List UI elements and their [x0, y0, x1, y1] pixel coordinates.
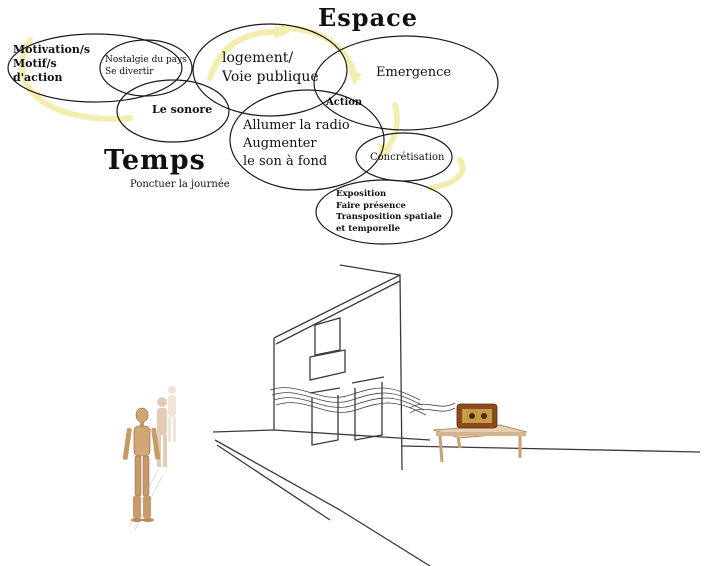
arrowhead-top-left — [275, 25, 290, 39]
flow-arrow-bottom — [427, 157, 466, 191]
roof-line — [339, 264, 401, 276]
motion-trail — [129, 469, 164, 531]
concretisation-label: Concrétisation — [370, 152, 445, 163]
flow-arrow-top-left — [207, 29, 278, 81]
circle-sonore — [116, 79, 230, 143]
door-left — [311, 395, 339, 446]
wooden-mannequin-icon — [122, 386, 176, 531]
door-right-top — [351, 376, 385, 384]
space-title: Espace — [318, 3, 419, 32]
sound-waves — [269, 387, 456, 416]
nostalgia-label: Nostalgie du pays Se divertir — [105, 55, 187, 77]
building-edge-inner — [275, 280, 401, 345]
mannequin-figure-front — [122, 407, 161, 522]
emergence-label: Emergence — [376, 65, 452, 80]
circle-nostalgia — [99, 39, 193, 97]
flow-arrowheads — [275, 25, 392, 160]
door-left-top — [309, 387, 341, 394]
flow-arrow-right — [382, 102, 400, 153]
ghost-figure-back — [168, 386, 176, 442]
ground-line — [212, 429, 431, 441]
radio-action-label: Allumer la radio Augmenter le son à fond — [243, 118, 350, 169]
horizon-line — [401, 445, 701, 453]
exposition-label: Exposition Faire présence Transposition … — [336, 189, 442, 234]
time-title: Temps — [104, 145, 206, 176]
ponctuer-label: Ponctuer la journée — [130, 179, 230, 190]
window-upper-box — [309, 349, 346, 381]
circle-exposition — [315, 179, 453, 245]
road-edge-inner — [216, 444, 331, 521]
arrowhead-top — [348, 70, 362, 86]
circle-emergence — [313, 35, 499, 131]
sonore-label: Le sonore — [152, 103, 213, 116]
window-upper — [314, 317, 341, 356]
circle-logement — [192, 23, 348, 117]
road-edge-left — [214, 439, 431, 566]
circle-action — [229, 89, 385, 191]
side-table-icon — [432, 424, 528, 463]
flow-arrow-left — [19, 37, 133, 122]
arrowhead-right — [378, 142, 392, 160]
motivation-label: Motivation/s Motif/s d'action — [13, 43, 91, 84]
concept-circles — [7, 23, 499, 245]
circle-motivation — [7, 33, 183, 103]
concept-diagram — [7, 23, 499, 245]
action-label: Action — [326, 97, 363, 108]
vintage-radio-icon — [456, 403, 498, 429]
building-edge-right — [273, 273, 403, 471]
logement-label: logement/ Voie publique — [222, 50, 319, 85]
building-sketch — [212, 264, 701, 566]
door-right — [354, 382, 383, 441]
